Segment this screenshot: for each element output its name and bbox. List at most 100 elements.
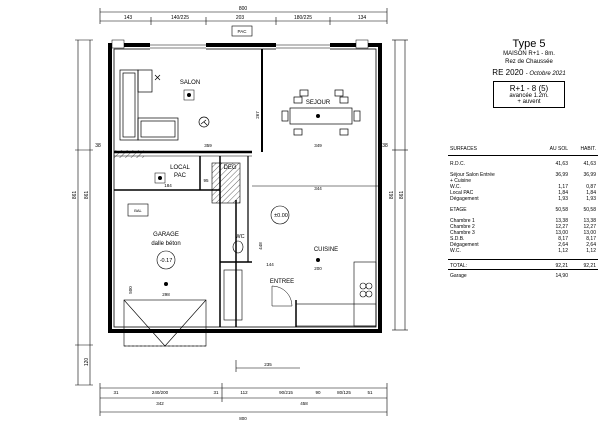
garage-level-marker bbox=[156, 250, 176, 270]
table-row: Dégagement 1,93 1,93 bbox=[450, 196, 596, 202]
table-row: Chambre 2 12,27 12,27 bbox=[450, 224, 596, 230]
table-row: Local PAC 1,84 1,84 bbox=[450, 190, 596, 196]
dim-mid-width: 344 bbox=[314, 186, 322, 191]
bal-box bbox=[127, 203, 149, 217]
dim-sejour-height: 267 bbox=[255, 111, 260, 119]
room-label-sejour: SEJOUR bbox=[306, 100, 331, 106]
dim-right-small: 38 bbox=[382, 143, 388, 149]
dim-top-seg: 180/225 bbox=[294, 15, 312, 21]
dim-bottom-235: 235 bbox=[264, 362, 272, 367]
room-label-deg: DEG bbox=[223, 165, 236, 171]
maison-label: MAISON R+1 - 8m. bbox=[503, 51, 555, 57]
light-point-icon bbox=[164, 282, 168, 286]
table-row: W.C. 1,17 0,87 bbox=[450, 184, 596, 190]
dim-bottom-sub: 458 bbox=[300, 401, 308, 406]
total-row: TOTAL: 92,21 92,21 bbox=[448, 259, 598, 270]
dim-bottom-seg: 80/125 bbox=[337, 390, 351, 395]
niveau-label: Rez de Chaussée bbox=[505, 59, 553, 65]
level-marker bbox=[270, 205, 290, 225]
dim-left-small: 38 bbox=[95, 143, 101, 149]
table-row: Chambre 3 13,00 13,00 bbox=[450, 230, 596, 236]
bal-label: BAL bbox=[134, 208, 142, 213]
dim-right-height2: 861 bbox=[389, 191, 395, 200]
dim-garage-height: 500 bbox=[128, 286, 133, 294]
dim-bottom-seg: 51 bbox=[367, 390, 373, 395]
dim-salon-width: 359 bbox=[204, 143, 212, 148]
dim-entree-width: 144 bbox=[266, 262, 274, 267]
garage-door bbox=[123, 299, 207, 347]
dim-bottom-seg: 90 bbox=[315, 390, 321, 395]
variant-line1: avancée 1.2m. bbox=[509, 93, 549, 99]
pac-unit-tag bbox=[231, 25, 253, 37]
dim-local-depth: 95 bbox=[203, 178, 209, 183]
dim-bottom-seg: 31 bbox=[113, 390, 119, 395]
toilet-icon bbox=[232, 240, 244, 254]
dining-table bbox=[281, 89, 361, 136]
garage-level: -0.17 bbox=[160, 258, 173, 264]
stair bbox=[223, 269, 243, 321]
room-label-pac: PAC bbox=[174, 173, 187, 179]
re-date: - Octobre 2021 bbox=[525, 71, 566, 77]
room-label-local: LOCAL bbox=[170, 165, 190, 171]
exterior-walls bbox=[108, 43, 382, 333]
light-point-icon bbox=[187, 93, 191, 97]
table-row: ETAGE 50,58 50,58 bbox=[450, 207, 596, 213]
entree-level: ±0.00 bbox=[274, 213, 288, 219]
light-point bbox=[154, 172, 166, 184]
dim-top-seg: 134 bbox=[358, 15, 367, 21]
windows-top bbox=[111, 39, 369, 52]
dim-bottom-total: 800 bbox=[239, 416, 247, 421]
side-dimensions bbox=[75, 39, 408, 386]
table-row: W.C. 1,12 1,12 bbox=[450, 248, 596, 254]
dim-bottom-seg: 240/200 bbox=[152, 390, 169, 395]
dim-bottom-seg: 31 bbox=[213, 390, 219, 395]
light-point bbox=[183, 89, 195, 101]
variant-title: R+1 - 8 (5) bbox=[509, 84, 549, 93]
table-row: Chambre 1 13,38 13,38 bbox=[450, 218, 596, 224]
hatched-wall bbox=[114, 150, 144, 158]
dim-bottom-seg: 90/215 bbox=[279, 390, 293, 395]
table-row: + Cuisine bbox=[450, 178, 471, 184]
table-row: Séjour Salon Entrée 36,99 36,99 bbox=[450, 172, 596, 178]
garage-row: Garage 14,90 bbox=[448, 269, 598, 279]
col-habit: HABIT. bbox=[570, 146, 598, 156]
room-label-entree: ENTREE bbox=[270, 279, 294, 285]
dim-garage-width: 298 bbox=[162, 292, 170, 297]
dim-left-height2: 861 bbox=[84, 191, 90, 200]
pac-unit-label: PAC bbox=[238, 29, 248, 34]
dim-bottom-seg: 112 bbox=[240, 390, 248, 395]
light-point-icon bbox=[316, 114, 320, 118]
dim-entree-height: 448 bbox=[258, 242, 263, 250]
room-label-garage-sub: dalle béton bbox=[151, 241, 180, 247]
dim-cuisine-width: 200 bbox=[314, 266, 322, 271]
table-row: Dégagement 2,64 2,64 bbox=[450, 242, 596, 248]
surfaces-table: SURFACES AU SOL HABIT. R.D.C. 41,63 41,6… bbox=[448, 146, 598, 279]
col-au-sol: AU SOL bbox=[542, 146, 570, 156]
table-row: S.D.B. 8,17 8,17 bbox=[450, 236, 596, 242]
dim-top-seg: 140/225 bbox=[171, 15, 189, 21]
variant-box: R+1 - 8 (5) avancée 1.2m. + auvent bbox=[493, 81, 565, 108]
info-panel: Type 5 MAISON R+1 - 8m. Rez de Chaussée … bbox=[440, 38, 600, 423]
dim-top-seg: 203 bbox=[236, 15, 245, 21]
col-surfaces: SURFACES bbox=[448, 146, 542, 156]
kitchen-counter bbox=[295, 261, 377, 327]
room-label-salon: SALON bbox=[180, 80, 200, 86]
bottom-dimensions bbox=[99, 360, 388, 416]
dim-local-width: 184 bbox=[164, 183, 172, 188]
floor-plan: 800 143 140/225 203 180/225 134 PAC 861 … bbox=[72, 6, 408, 421]
re-label: RE 2020 bbox=[492, 68, 524, 77]
dim-left-bottom: 120 bbox=[84, 358, 90, 367]
dim-top-seg: 143 bbox=[124, 15, 133, 21]
interior-walls bbox=[114, 49, 297, 327]
room-label-garage: GARAGE bbox=[153, 232, 179, 238]
room-label-wc: WC bbox=[235, 234, 244, 240]
light-point-icon bbox=[316, 258, 320, 262]
salon-furniture bbox=[119, 69, 210, 141]
dim-left-height: 861 bbox=[72, 191, 78, 200]
dim-bottom-sub: 342 bbox=[156, 401, 164, 406]
dim-sejour-width: 349 bbox=[314, 143, 322, 148]
dim-top-total: 800 bbox=[239, 6, 248, 12]
table-row: R.D.C. 41,63 41,63 bbox=[450, 161, 596, 167]
dim-right-height: 861 bbox=[399, 191, 405, 200]
light-point-icon bbox=[158, 176, 162, 180]
